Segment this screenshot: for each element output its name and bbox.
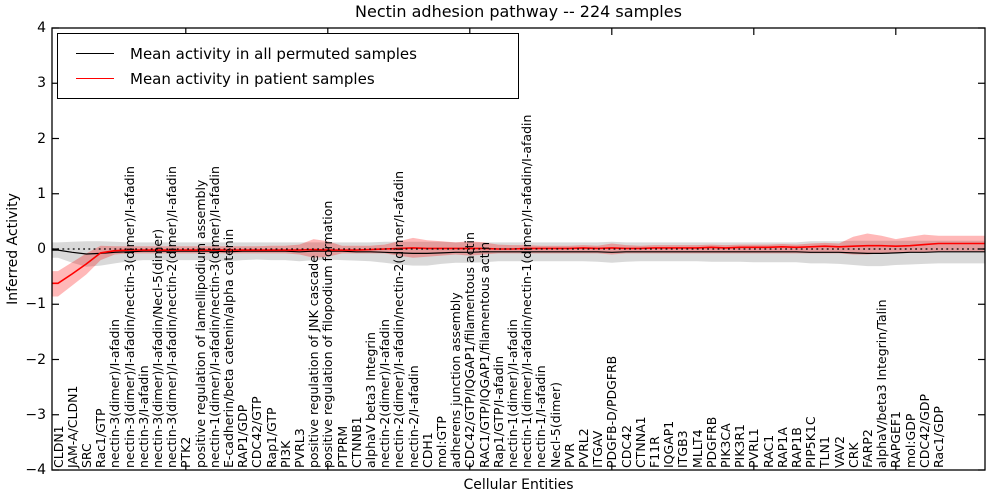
x-tick-label: CTNNA1 bbox=[632, 416, 648, 468]
x-tick-label: Rac1/GTP bbox=[93, 408, 109, 468]
x-tick-label: RAC1/GTP/IQGAP1/filamentous actin bbox=[476, 241, 492, 468]
legend-label: Mean activity in all permuted samples bbox=[130, 44, 417, 63]
x-tick-label: PIK3R1 bbox=[732, 423, 748, 468]
x-tick-label: PDGFB-D/PDGFRB bbox=[604, 355, 620, 468]
x-tick-label: mol:GTP bbox=[433, 416, 449, 468]
x-tick-label: RAPGEF1 bbox=[888, 411, 904, 468]
x-tick-label: FARP2 bbox=[859, 429, 875, 468]
x-tick-label: PTK2 bbox=[178, 436, 194, 468]
legend-box: Mean activity in all permuted samples Me… bbox=[57, 33, 519, 99]
x-tick-label: CDC42/GTP bbox=[249, 396, 265, 468]
x-tick-label: positive regulation of filopodium format… bbox=[320, 200, 336, 468]
y-tick-label: −1 bbox=[25, 296, 46, 313]
x-tick-label: ITGAV bbox=[590, 430, 606, 468]
y-tick-label: 3 bbox=[37, 75, 46, 92]
y-tick-label: −4 bbox=[25, 462, 46, 478]
x-tick-label: JAM-A/CLDN1 bbox=[64, 385, 80, 468]
x-tick-label: mol:GDP bbox=[902, 413, 918, 468]
x-tick-label: MLLT4 bbox=[689, 429, 705, 468]
x-tick-label: positive regulation of lamellipodium ass… bbox=[192, 179, 208, 468]
legend-item-patient: Mean activity in patient samples bbox=[68, 66, 508, 91]
x-tick-label: nectin-2(dimer)/I-afadin bbox=[377, 319, 393, 468]
x-tick-label: CDC42/GDP bbox=[916, 393, 932, 468]
x-tick-label: alphaV/beta3 Integrin/Talin bbox=[874, 299, 890, 469]
x-tick-label: nectin-3(dimer)/I-afadin/nectin-2(dimer)… bbox=[164, 166, 180, 468]
x-tick-label: PVR bbox=[561, 443, 577, 468]
x-tick-label: RAP1A bbox=[774, 427, 790, 468]
x-tick-label: F11R bbox=[646, 436, 662, 468]
x-tick-label: Necl-5(dimer) bbox=[547, 381, 563, 468]
x-tick-label: Rap1/GTP/I-afadin bbox=[490, 355, 506, 468]
x-tick-label: E-cadherin/beta catenin/alpha catenin bbox=[220, 228, 236, 468]
y-tick-label: −2 bbox=[25, 351, 46, 368]
legend-line-sample-black bbox=[76, 53, 114, 54]
x-tick-label: RAP1/GDP bbox=[235, 404, 251, 468]
x-tick-label: PIP5K1C bbox=[803, 416, 819, 468]
x-tick-label: nectin-1(dimer)/I-afadin/nectin-1(dimer)… bbox=[519, 114, 535, 468]
x-tick-label: PI3K bbox=[277, 440, 293, 468]
x-tick-label: CDC42 bbox=[618, 425, 634, 468]
x-tick-label: CDH1 bbox=[419, 432, 435, 468]
x-tick-label: CTNNB1 bbox=[348, 416, 364, 468]
x-tick-label: alphaV beta3 Integrin bbox=[362, 332, 378, 468]
x-tick-label: PDGFRB bbox=[703, 416, 719, 468]
x-tick-label: Rac1/GDP bbox=[930, 406, 946, 468]
y-tick-label: −3 bbox=[25, 406, 46, 423]
chart-title: Nectin adhesion pathway -- 224 samples bbox=[355, 2, 682, 21]
x-tick-label: PTPRM bbox=[334, 425, 350, 468]
x-tick-label: adherens junction assembly bbox=[448, 292, 464, 468]
x-tick-label: PVRL3 bbox=[291, 428, 307, 468]
x-tick-label: TLN1 bbox=[817, 436, 833, 468]
x-tick-label: nectin-3/I-afadin bbox=[135, 365, 151, 468]
legend-line-sample-red bbox=[76, 78, 114, 79]
x-tick-label: nectin-1(dimer)/I-afadin/nectin-3(dimer)… bbox=[206, 166, 222, 468]
x-tick-label: RAP1B bbox=[788, 427, 804, 468]
legend-item-permuted: Mean activity in all permuted samples bbox=[68, 41, 508, 66]
patient-band bbox=[52, 233, 985, 297]
x-tick-label: nectin-2(dimer)/I-afadin/nectin-2(dimer/… bbox=[391, 170, 407, 468]
x-tick-label: positive regulation of JNK cascade bbox=[306, 255, 322, 468]
x-tick-label: ITGB3 bbox=[675, 430, 691, 468]
x-tick-label: CLDN1 bbox=[50, 425, 66, 468]
y-tick-label: 1 bbox=[37, 185, 46, 202]
patient-mean-line bbox=[52, 242, 985, 285]
x-axis-label: Cellular Entities bbox=[463, 477, 574, 493]
y-tick-label: 4 bbox=[37, 20, 46, 36]
x-tick-label: PVRL1 bbox=[746, 428, 762, 468]
y-tick-label: 0 bbox=[37, 241, 46, 257]
x-tick-label: CRK bbox=[845, 442, 861, 468]
permuted-mean-line bbox=[52, 249, 985, 255]
x-tick-label: nectin-1/I-afadin bbox=[533, 365, 549, 468]
x-tick-label: Rap1/GTP bbox=[263, 407, 279, 468]
x-tick-label: nectin-2/I-afadin bbox=[405, 365, 421, 468]
legend-label: Mean activity in patient samples bbox=[130, 69, 375, 88]
y-tick-label: 2 bbox=[37, 130, 46, 147]
x-tick-label: PIK3CA bbox=[717, 423, 733, 468]
x-tick-label: nectin-3(dimer)/I-afadin/nectin-3(dimer)… bbox=[121, 166, 137, 468]
x-tick-label: nectin-3(dimer)/I-afadin/Necl-5(dimer) bbox=[149, 228, 165, 468]
x-tick-label: PVRL2 bbox=[575, 428, 591, 468]
x-tick-label: VAV2 bbox=[831, 435, 847, 468]
x-tick-label: nectin-3(dimer)/I-afadin bbox=[107, 319, 123, 468]
x-tick-label: SRC bbox=[78, 443, 94, 468]
x-tick-label: RAC1 bbox=[760, 434, 776, 468]
x-tick-label: nectin-1(dimer)/I-afadin bbox=[504, 319, 520, 468]
x-tick-label: IQGAP1 bbox=[661, 420, 677, 468]
x-tick-label: CDC42/GTP/IQGAP1/filamentous actin bbox=[462, 232, 478, 468]
